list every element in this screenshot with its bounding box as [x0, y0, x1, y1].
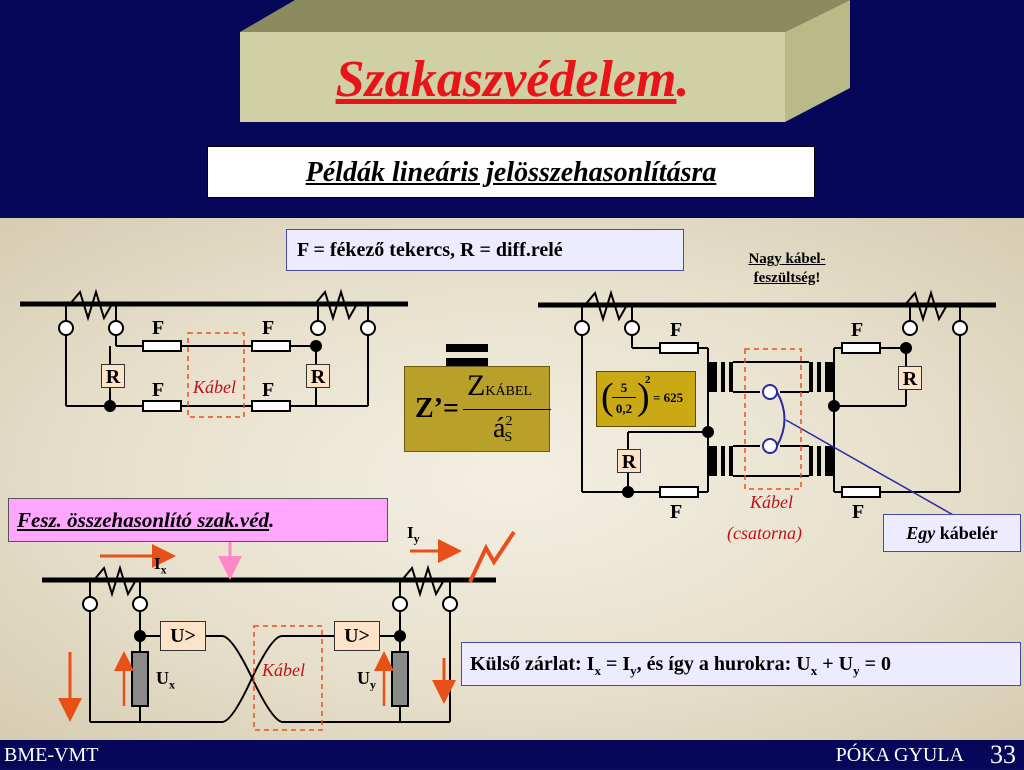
kulso-zarlat-box: Külső zárlat: Ix = Iy, és így a hurokra:…: [461, 642, 1021, 686]
terminal: [132, 596, 148, 612]
label-f: F: [262, 317, 275, 339]
footer: BME-VMT PÓKA GYULA 33: [0, 740, 1024, 769]
label-kabel: Kábel: [193, 377, 236, 397]
relay-r: R: [898, 366, 922, 390]
junction: [310, 340, 322, 352]
diagram-right: [538, 289, 996, 498]
terminal: [952, 320, 968, 336]
voltage-element-x: [131, 651, 149, 707]
terminal: [310, 320, 326, 336]
relay-r: R: [101, 364, 125, 388]
label-f: F: [852, 501, 865, 523]
label-f: F: [851, 319, 864, 341]
title-3d-block: [240, 0, 850, 122]
label-f: F: [670, 319, 683, 341]
junction: [134, 630, 146, 642]
label-f: F: [152, 317, 165, 339]
junction: [104, 400, 116, 412]
nagy-kabel-note: Nagy kábel-feszültség!: [748, 251, 826, 286]
equals-sign: [446, 344, 488, 352]
fesz-box: Fesz. összehasonlító szak.véd.: [8, 498, 388, 542]
label-uy: Uy: [357, 668, 376, 692]
terminal: [82, 596, 98, 612]
label-f: F: [670, 501, 683, 523]
label-f: F: [152, 379, 165, 401]
label-f: F: [262, 379, 275, 401]
terminal: [392, 596, 408, 612]
fault-lightning-icon: [468, 530, 516, 583]
label-iy: Iy: [407, 523, 420, 546]
label-csatorna: (csatorna): [727, 523, 802, 543]
junction: [900, 342, 912, 354]
impedance-formula: Z’= ZKÁBEL á2S: [404, 366, 551, 452]
terminal: [902, 320, 918, 336]
terminal: [624, 320, 640, 336]
transformers: [708, 361, 963, 521]
junction: [394, 630, 406, 642]
terminal: [360, 320, 376, 336]
footer-author: PÓKA GYULA: [835, 744, 964, 766]
label-ux: Ux: [156, 668, 175, 692]
legend-box: F = fékező tekercs, R = diff.relé: [286, 229, 684, 271]
junction: [622, 486, 634, 498]
slide-title: Szakaszvédelem.: [335, 51, 690, 108]
egy-kabeler-note: Egy kábelér: [883, 514, 1021, 552]
terminal: [58, 320, 74, 336]
terminal: [108, 320, 124, 336]
junction: [702, 426, 714, 438]
relay-r: R: [306, 364, 330, 388]
voltage-relay-y: U>: [334, 621, 380, 651]
label-ix: Ix: [154, 554, 167, 577]
junction: [828, 400, 840, 412]
relay-r: R: [617, 449, 641, 473]
footer-left: BME-VMT: [4, 744, 99, 766]
terminal: [442, 596, 458, 612]
diagram-bottom: [42, 564, 496, 723]
label-kabel: Kábel: [750, 492, 793, 512]
label-kabel: Kábel: [262, 660, 305, 680]
kabel-box-left: [187, 332, 245, 418]
kabel-box-right: [744, 348, 802, 490]
kabel-box-bottom: [253, 625, 323, 731]
slide-subtitle: Példák lineáris jelösszehasonlításra: [207, 146, 815, 198]
terminal: [574, 320, 590, 336]
ratio-box: ( 5 0,2 ) 2 = 625: [596, 371, 696, 427]
voltage-relay-x: U>: [160, 621, 206, 651]
voltage-element-y: [391, 651, 409, 707]
page-number: 33: [990, 740, 1016, 769]
